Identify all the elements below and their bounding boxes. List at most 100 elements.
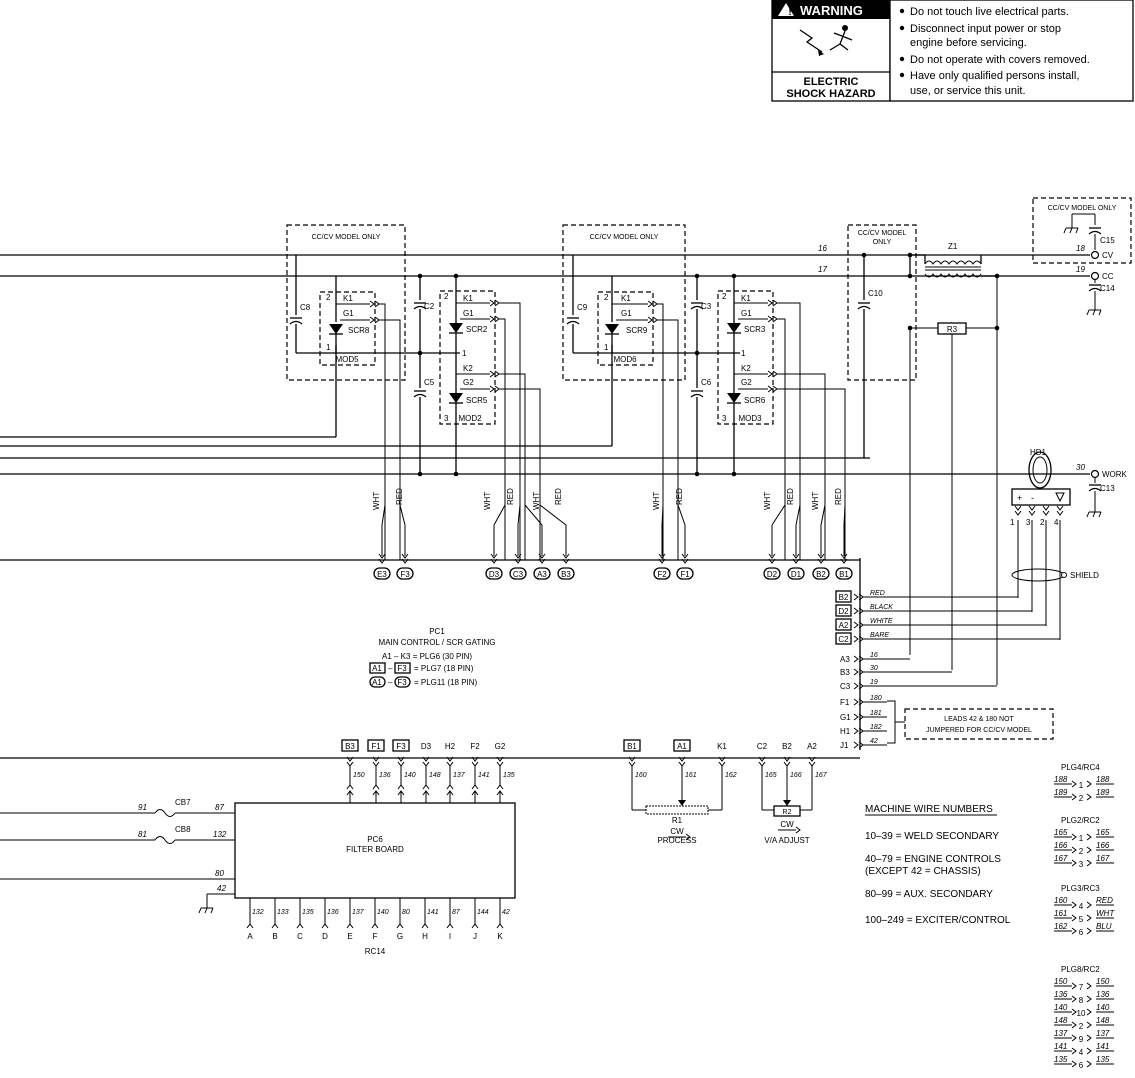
lead-color-label: RED [834, 488, 843, 505]
plug-wire-in: 150 [1054, 977, 1068, 986]
plug-pin: 1 [1079, 781, 1084, 790]
pc1-plg11-connector-label: B1 [839, 570, 849, 579]
pc6-plg7-connector [392, 739, 410, 752]
lead-color-label: WHT [763, 492, 772, 510]
plug-pin: 4 [1079, 1048, 1084, 1057]
pc6-bottom-wire-label: 80 [402, 909, 410, 916]
plug-wire-in: 141 [1054, 1042, 1067, 1051]
lead-color-label: WHT [532, 492, 541, 510]
plug-name: PLG8/RC2 [1061, 965, 1100, 974]
pc6-top-wire-label: 137 [453, 772, 466, 779]
mod5-box [319, 291, 376, 366]
wire-91-label: 91 [138, 803, 147, 812]
pc1-plg6-pin-label: A3 [840, 655, 850, 664]
wire-132-label: 132 [213, 830, 227, 839]
shield-label: SHIELD [1070, 571, 1099, 580]
wire-17-label: 17 [818, 265, 827, 274]
pc1-plg11-connector [812, 567, 830, 580]
pc6-rc14-pin-label: E [347, 932, 352, 941]
pc1-plg6-pin-label: G1 [840, 713, 851, 722]
hd1-pin-4: 4 [1054, 518, 1059, 527]
cb8-label: CB8 [175, 825, 191, 834]
plug-wire-in: 140 [1054, 1003, 1068, 1012]
plug-wire-out: RED [1096, 896, 1113, 905]
scr9-label: SCR9 [626, 326, 648, 335]
pc1-plg11-connector-label: F1 [680, 570, 690, 579]
pc1-plg11-connector [373, 567, 391, 580]
pc1-legend-2b: F3 [397, 664, 407, 673]
scr5-label: SCR5 [466, 396, 488, 405]
pc1-plg6-wire-label: 42 [870, 738, 878, 745]
lead-color-label: WHT [652, 492, 661, 510]
plug-wire-out: 135 [1096, 1055, 1110, 1064]
pot-wire-label: 165 [765, 772, 777, 779]
cv-label: CV [1102, 251, 1114, 260]
svg-text:–: – [388, 678, 393, 687]
plug-wire-in: 167 [1054, 854, 1068, 863]
warning-label: ! WARNING ELECTRIC SHOCK HAZARD Do not t… [771, 0, 1134, 102]
plug-pin: 10 [1077, 1009, 1086, 1018]
hd1-minus: - [1031, 493, 1034, 503]
hd1-pin-2: 2 [1040, 518, 1045, 527]
pc1-plg11-connector-label: E3 [377, 570, 387, 579]
plug-wire-in: 160 [1054, 896, 1068, 905]
hd1-signal-triangle-icon [1055, 492, 1065, 503]
pc1-plg11-connector-label: D2 [767, 570, 778, 579]
wire-16-label: 16 [818, 244, 827, 253]
warning-bullet-3: Do not operate with covers removed. [910, 54, 1090, 66]
warning-triangle-icon [778, 3, 794, 16]
plug-wire-out: 150 [1096, 977, 1110, 986]
pc6-top-connector-label: F3 [396, 742, 406, 751]
hazard-line-2: SHOCK HAZARD [786, 88, 875, 100]
wire-numbers-line-2b: (EXCEPT 42 = CHASSIS) [865, 866, 981, 877]
ccv-only-label-4: CC/CV MODEL ONLY [1048, 205, 1117, 212]
pot-wire-label: 161 [685, 772, 697, 779]
plug-pin: 6 [1079, 928, 1084, 937]
mod5-label: MOD5 [335, 355, 359, 364]
pc1-plg6-pin-label: J1 [840, 741, 849, 750]
output-terminals: CC/CV MODEL ONLY C15 CV 18 CC 19 C14 WOR… [1032, 197, 1132, 518]
pc6-top-connector-label: H2 [445, 742, 456, 751]
c8-label: C8 [300, 303, 311, 312]
lead-color-label: RED [675, 488, 684, 505]
scr3-diode-icon [727, 323, 741, 333]
ccv-only-box-3 [847, 224, 917, 381]
ccv-only-label-2: CC/CV MODEL ONLY [590, 234, 659, 241]
lead-color-label: RED [506, 488, 515, 505]
machine-wire-numbers: MACHINE WIRE NUMBERS 10–39 = WELD SECOND… [865, 804, 1011, 926]
pc6-plg7-connector [341, 739, 359, 752]
pc1-plg11-connector-label: C3 [513, 570, 524, 579]
pot-wire-label: 166 [790, 772, 802, 779]
pc6-bottom-wire-label: 137 [352, 909, 365, 916]
pc1-plg11-connector [835, 567, 853, 580]
pot-connector-label: B1 [627, 742, 637, 751]
pc6-bottom-wire-label: 144 [477, 909, 489, 916]
plug-pin: 2 [1079, 1022, 1084, 1031]
wire-numbers-line-3: 80–99 = AUX. SECONDARY [865, 889, 993, 900]
pc1-plg11-connector [557, 567, 575, 580]
pc1-plg6-wire-label: 30 [870, 665, 878, 672]
wire-81-label: 81 [138, 830, 147, 839]
pot-wire-label: 167 [815, 772, 828, 779]
pc6-bottom-wire-label: 133 [277, 909, 289, 916]
pc6-top-connector-label: B3 [345, 742, 355, 751]
c9-label: C9 [577, 303, 588, 312]
pc6-top-connector-label: F2 [470, 742, 480, 751]
warning-header [772, 0, 890, 19]
plug-wire-out: BLU [1096, 922, 1112, 931]
hd1-plus: + [1017, 493, 1022, 503]
plug-wire-out: 166 [1096, 841, 1110, 850]
pc6-bottom-wire-label: 136 [327, 909, 339, 916]
plug-pin: 2 [1079, 847, 1084, 856]
mod5-pin2: 2 [326, 293, 331, 302]
mod3-k2: K2 [741, 364, 751, 373]
pc6-subtitle: FILTER BOARD [346, 845, 404, 854]
plug-wire-in: 135 [1054, 1055, 1068, 1064]
plug-pin: 5 [1079, 915, 1084, 924]
pc1-legend-2a: A1 [372, 664, 382, 673]
pc1-plg11-connector-label: A3 [537, 570, 547, 579]
warning-text-box [889, 0, 1134, 102]
pc1-plg7-connector-label: B2 [839, 593, 849, 602]
svg-text:–: – [388, 664, 393, 673]
pc6-bottom-wire-label: 132 [252, 909, 264, 916]
